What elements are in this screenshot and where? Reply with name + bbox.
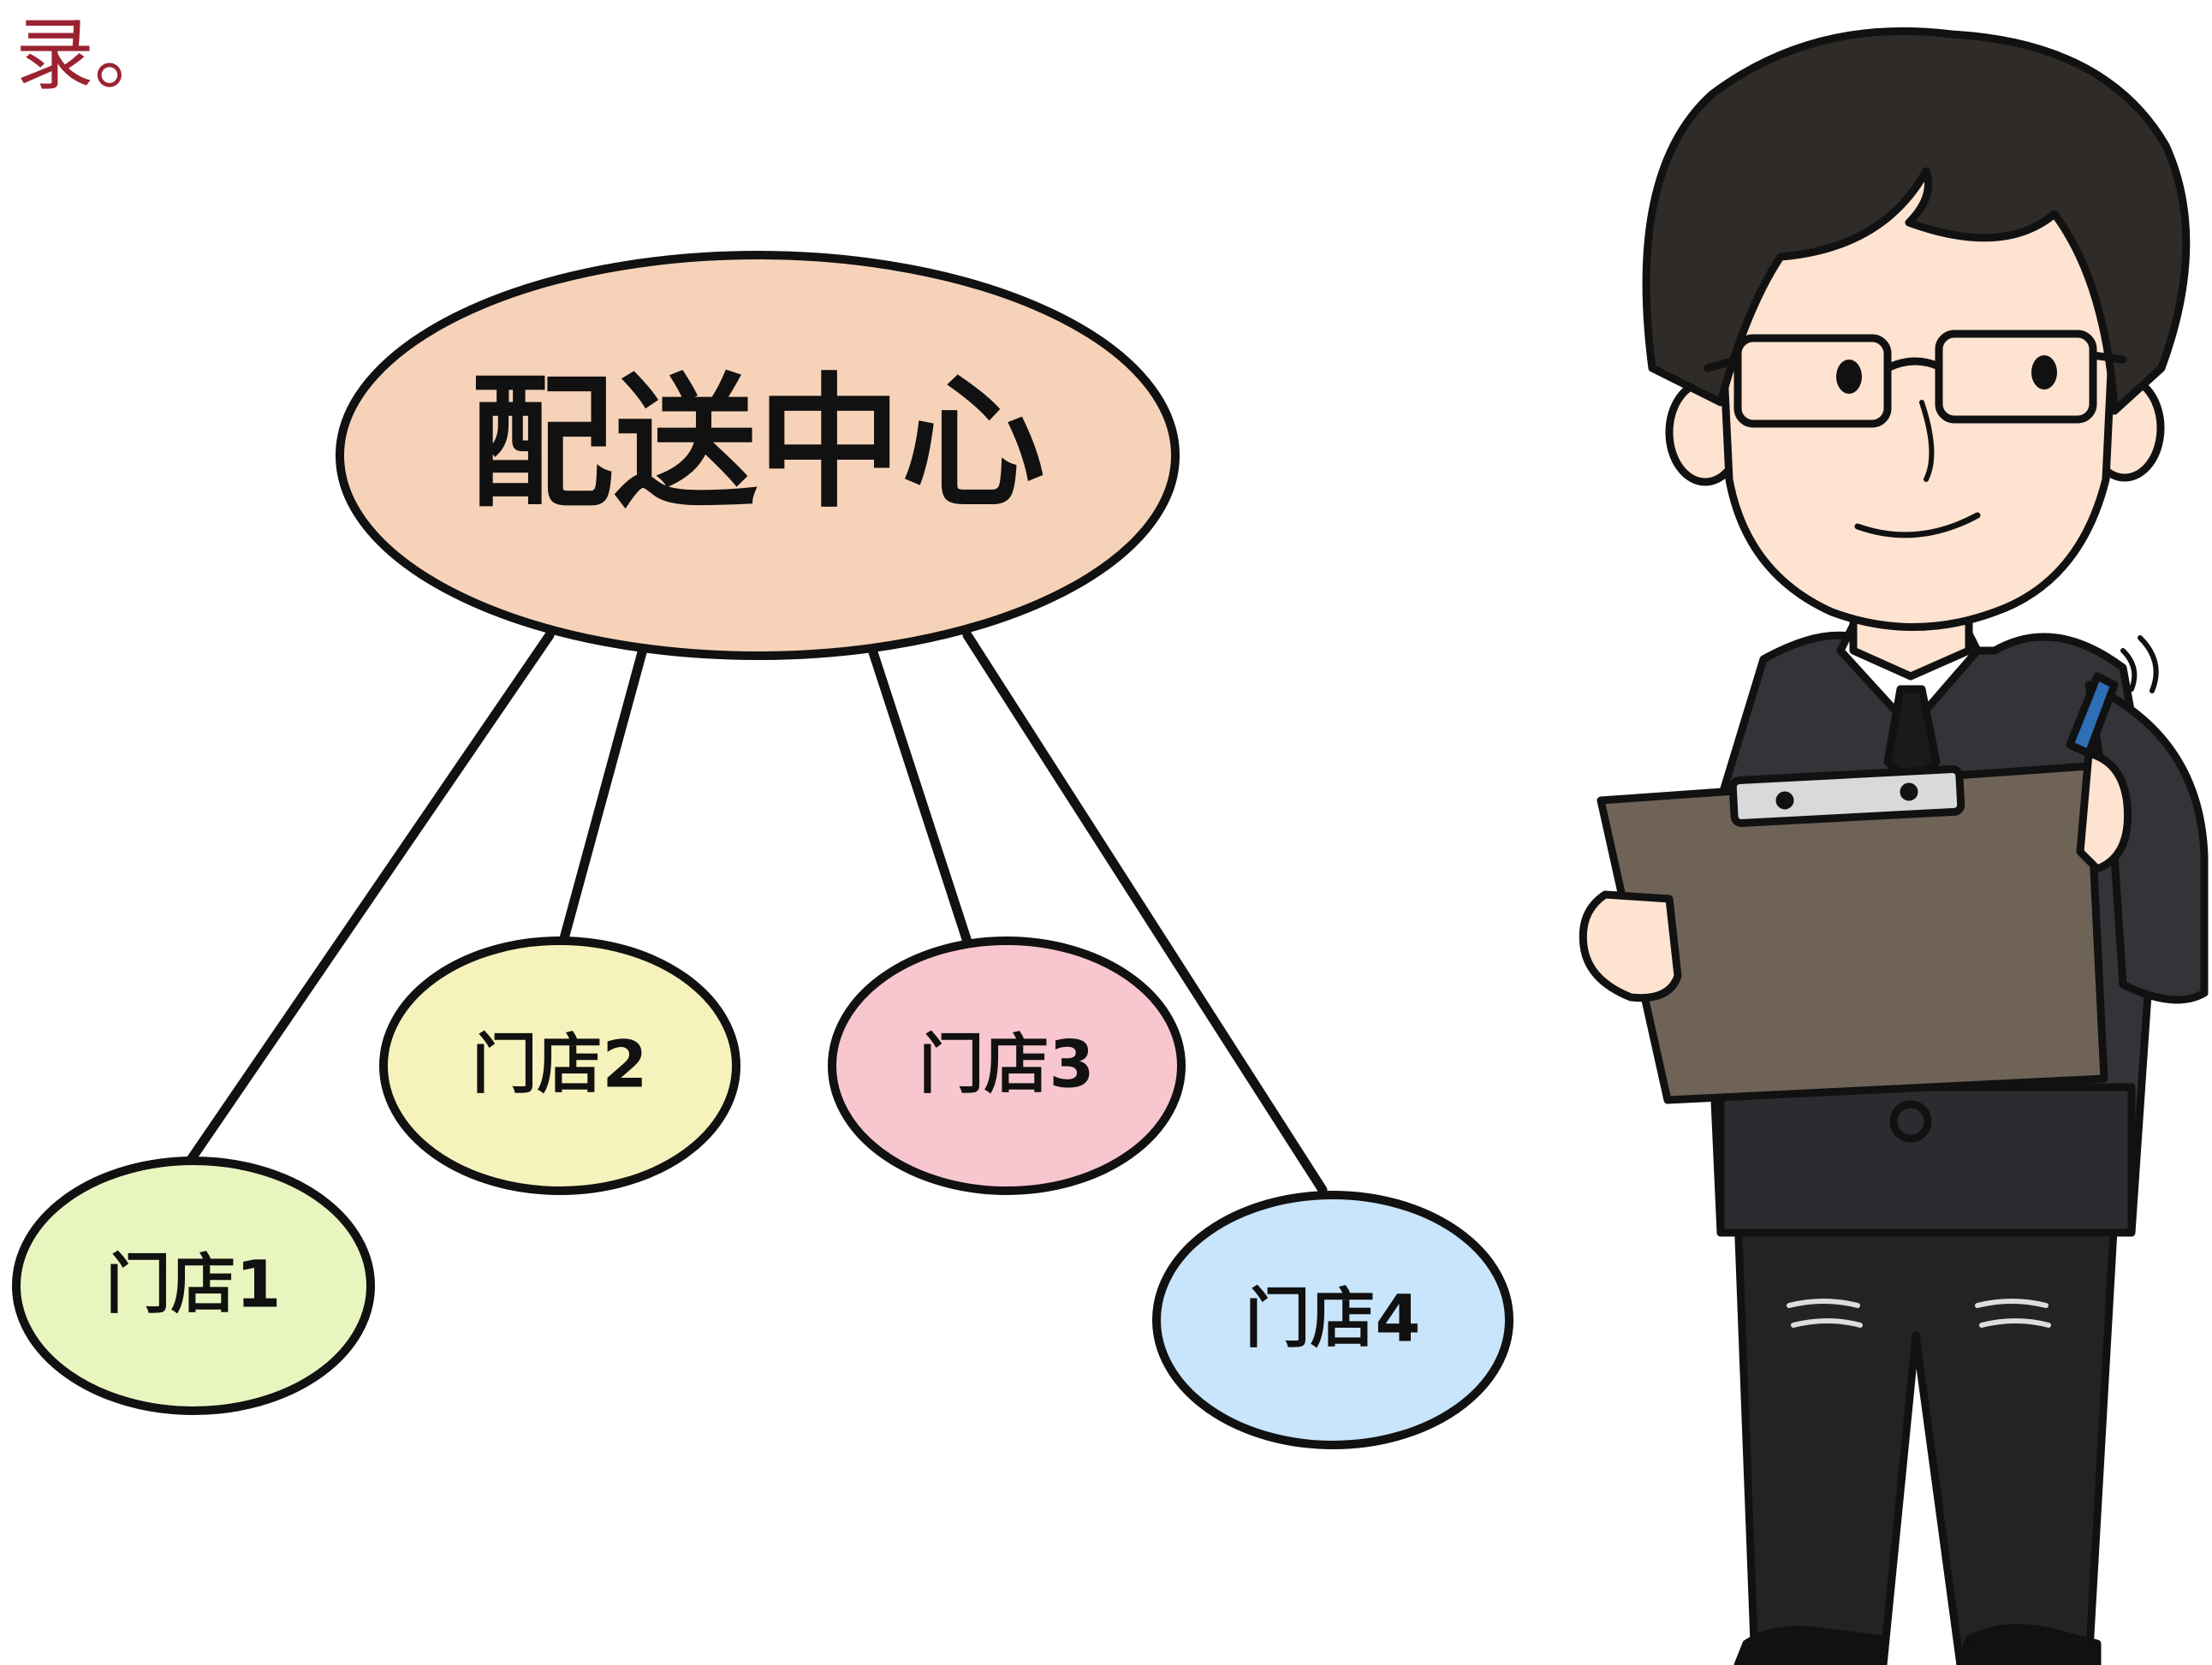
center-node: 配送中心 (336, 251, 1180, 660)
connector-store1 (185, 630, 555, 1166)
connector-lines (185, 630, 1328, 1195)
trouser-creases (1787, 1299, 2051, 1328)
store-node-1-label: 门店1 (106, 1246, 282, 1323)
center-node-shape (336, 251, 1180, 660)
store-node-4: 门店4 (1152, 1191, 1513, 1449)
trousers (1733, 1211, 2119, 1665)
motion-lines (2120, 635, 2159, 693)
clip-rivet-right (1900, 782, 1918, 801)
store-node-2-shape (379, 937, 740, 1195)
glasses-bridge (1704, 351, 2127, 372)
hair (1642, 27, 2191, 415)
right-sleeve (2084, 681, 2209, 1004)
right-eye (2031, 355, 2057, 389)
right-hand (2076, 749, 2132, 873)
nose (1919, 400, 1935, 482)
right-shoe (1956, 1624, 2102, 1665)
store-node-4-label: 门店4 (1246, 1281, 1421, 1357)
connector-store3 (868, 647, 972, 947)
fragment-text: 录。 (15, 9, 174, 101)
smile (1854, 512, 1981, 538)
connector-store2 (558, 647, 647, 947)
store-node-1: 门店1 (12, 1157, 375, 1415)
left-eye (1836, 360, 1862, 394)
clipboard-clip (1728, 764, 1965, 827)
glasses-right-lens (1935, 330, 2097, 424)
pen-icon (2066, 672, 2119, 758)
left-shoe (1733, 1626, 1888, 1665)
clip-rivet-left (1775, 791, 1794, 810)
store-node-2-label: 门店2 (473, 1026, 648, 1103)
store-node-3: 门店3 (828, 937, 1186, 1195)
jacket-button (1889, 1100, 1932, 1143)
store-node-1-shape (12, 1157, 375, 1415)
store-node-4-shape (1152, 1191, 1513, 1449)
left-hand (1579, 890, 1682, 1002)
glasses-left-lens (1733, 334, 1892, 428)
connector-store4 (962, 630, 1328, 1195)
store-node-2: 门店2 (379, 937, 740, 1195)
store-node-3-shape (828, 937, 1186, 1195)
store-node-3-label: 门店3 (919, 1026, 1095, 1103)
center-node-label: 配送中心 (470, 360, 1045, 527)
man-in-suit-with-clipboard-illustration (1579, 27, 2209, 1665)
